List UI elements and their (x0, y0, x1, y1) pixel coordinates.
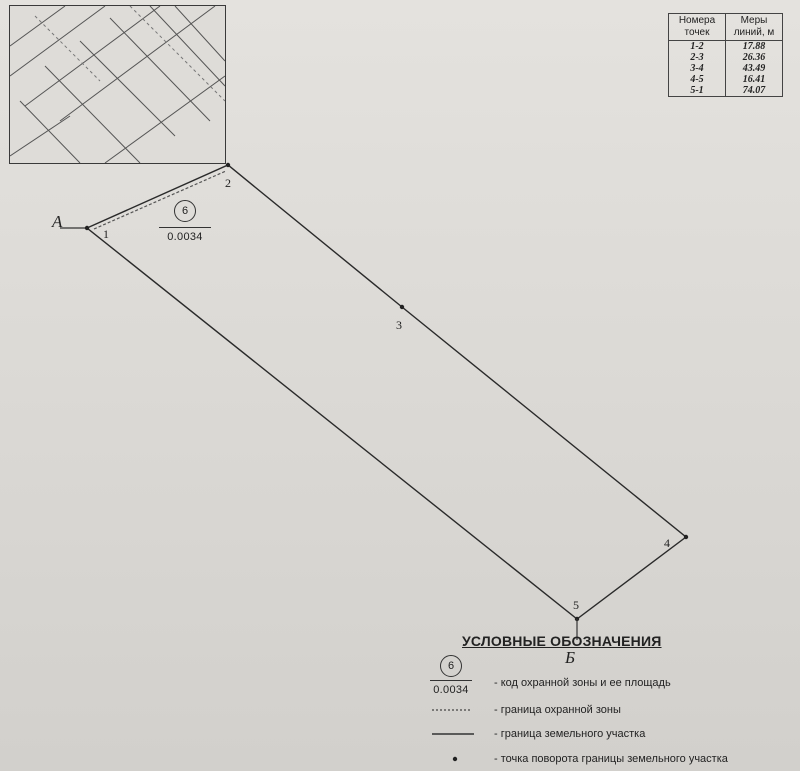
inset-parcel-lines (10, 6, 225, 163)
legend-item-turning-point: - точка поворота границы земельного учас… (494, 753, 728, 765)
col-header-lengths: Меры линий, м (725, 13, 783, 41)
point-label-2: 2 (225, 176, 231, 190)
protection-zone-boundary (93, 170, 227, 230)
legend-item-zone-boundary: - граница охранной зоны (494, 704, 621, 716)
zone-area: 0.0034 (167, 231, 203, 243)
parcel-boundary (85, 164, 688, 620)
length-cell: 17.88 (725, 40, 783, 52)
length-cell: 26.36 (725, 52, 783, 63)
legend-point-sample (452, 756, 458, 762)
length-cell: 16.41 (725, 74, 783, 85)
legend-item-zone-code: - код охранной зоны и ее площадь (494, 677, 671, 689)
legend-zone-divider (430, 680, 472, 681)
point-label-1: 1 (103, 227, 109, 241)
length-cell: 74.07 (725, 85, 783, 97)
turning-points (84, 162, 689, 622)
col-header-points: Номера точек (668, 13, 726, 41)
section-label-end: Б (565, 648, 576, 667)
legend-zone-code-circle: 6 (440, 655, 462, 677)
turning-point-1 (84, 225, 90, 231)
turning-point-3 (399, 304, 405, 310)
length-cell: 43.49 (725, 63, 783, 74)
legend-title: УСЛОВНЫЕ ОБОЗНАЧЕНИЯ (462, 633, 662, 649)
legend-zone-area: 0.0034 (433, 684, 469, 696)
zone-badge: 6 0.0034 (159, 200, 211, 243)
point-label-5: 5 (573, 598, 579, 612)
point-label-3: 3 (396, 318, 402, 332)
legend-zone-badge: 6 0.0034 (430, 655, 472, 696)
legend-item-parcel-boundary: - граница земельного участка (494, 728, 646, 740)
turning-point-2 (225, 162, 231, 168)
point-label-4: 4 (664, 536, 670, 550)
zone-badge-divider (159, 227, 211, 228)
zone-code-circle: 6 (174, 200, 196, 222)
section-label-start: А (52, 212, 63, 231)
overview-inset-map (9, 5, 226, 164)
turning-point-4 (683, 534, 689, 540)
